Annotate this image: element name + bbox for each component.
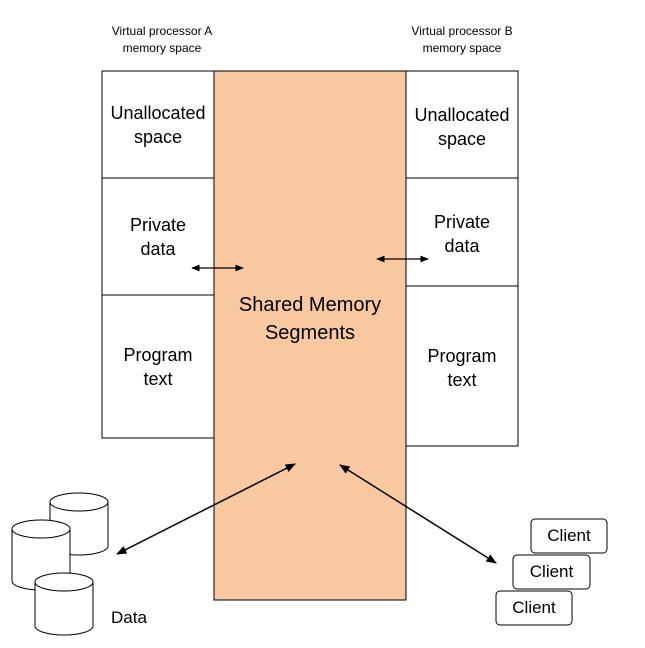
shared-memory-line2: Segments [264,322,356,344]
processor-b-heading: Virtual processor B memory space [392,23,532,57]
client-box-1 [530,518,608,554]
shared-memory-line1: Shared Memory [238,294,382,316]
processor-a-program-label: Program text [102,343,214,391]
processor-b-private-line2: data [444,236,480,256]
processor-b-program-line2: text [447,370,477,390]
processor-a-program-line2: text [143,369,173,389]
processor-a-unallocated-line1: Unallocated [110,103,206,123]
processor-a-unallocated-line2: space [133,127,183,147]
data-to-shared-arrow [116,463,296,555]
processor-b-unallocated-line1: Unallocated [414,105,510,125]
data-label: Data [111,608,147,627]
client-label-2: Client [529,562,574,581]
processor-a-private-line1: Private [129,215,187,235]
client-label-1: Client [547,526,591,545]
processor-a-heading: Virtual processor A memory space [92,23,232,57]
client-box-3 [495,590,573,626]
processor-b-program-label: Program text [406,344,518,392]
processor-b-unallocated-line2: space [437,129,487,149]
processor-b-private-line1: Private [433,212,491,232]
processor-a-memory-column [101,70,215,439]
processor-a-heading-line1: Virtual processor A [111,24,213,38]
shared-memory-label: Shared Memory Segments [214,291,406,347]
processor-a-private-line2: data [140,239,176,259]
client-label-3: Client [512,598,556,617]
processor-a-unallocated-label: Unallocated space [102,101,214,149]
clients-to-shared-arrow [339,464,497,564]
processor-a-private-label: Private data [102,213,214,261]
processor-b-program-line1: Program [427,346,497,366]
processor-b-unallocated-label: Unallocated space [406,103,518,151]
processor-b-heading-line2: memory space [422,41,502,55]
client-box-2 [512,554,591,590]
processor-b-private-label: Private data [406,210,518,258]
processor-b-heading-line1: Virtual processor B [411,24,513,38]
database-cylinder-front [34,572,94,636]
processor-a-program-line1: Program [123,345,193,365]
processor-a-heading-line2: memory space [122,41,202,55]
